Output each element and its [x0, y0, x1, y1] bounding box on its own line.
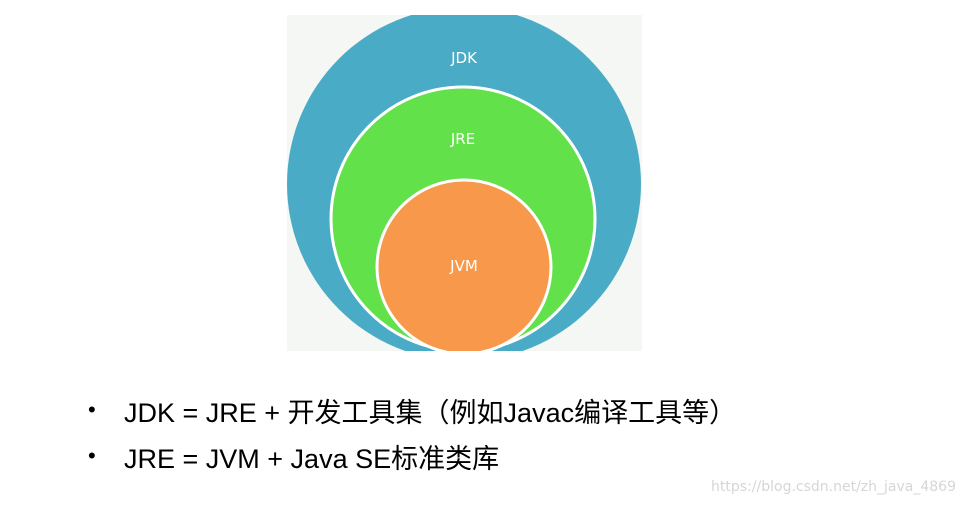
diagram-svg: JDK JRE JVM — [287, 15, 641, 351]
list-item: • JRE = JVM + Java SE标准类库 — [88, 433, 736, 479]
jdk-definition: JDK = JRE + 开发工具集（例如Javac编译工具等） — [124, 397, 737, 428]
watermark-text: https://blog.csdn.net/zh_java_4869 — [711, 479, 956, 495]
list-item: • JDK = JRE + 开发工具集（例如Javac编译工具等） — [88, 387, 736, 433]
jdk-label: JDK — [450, 49, 478, 67]
jvm-label: JVM — [449, 257, 478, 275]
definition-list: • JDK = JRE + 开发工具集（例如Javac编译工具等） • JRE … — [88, 387, 736, 479]
nested-circles-diagram: JDK JRE JVM — [287, 15, 642, 351]
bullet-icon: • — [88, 443, 96, 468]
jvm-circle — [375, 178, 553, 351]
jre-label: JRE — [450, 130, 475, 148]
jre-definition: JRE = JVM + Java SE标准类库 — [124, 443, 500, 474]
bullet-icon: • — [88, 397, 96, 422]
